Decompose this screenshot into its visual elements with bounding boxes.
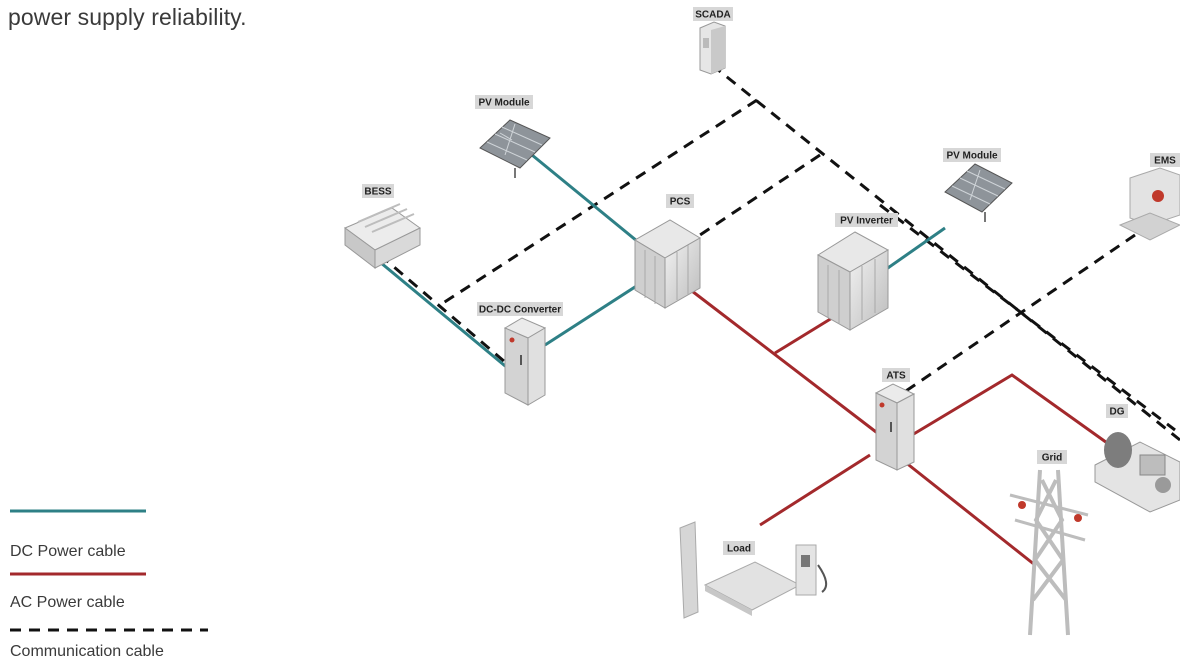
intro-text: power supply reliability. — [8, 4, 247, 30]
scada-device — [699, 21, 726, 75]
pv-module-2-device — [944, 163, 1013, 222]
ac-power-cables — [687, 286, 1118, 567]
dcdc-device — [503, 317, 547, 406]
label-scada-text: SCADA — [695, 10, 731, 21]
label-dcdc-text: DC-DC Converter — [479, 305, 561, 316]
dc-line-bess-dcdc — [374, 256, 511, 372]
label-ems: EMS — [1150, 153, 1180, 167]
comm-line-ems-ats — [899, 233, 1136, 397]
pv-inverter-device — [816, 231, 890, 331]
legend-comm-label: Communication cable — [10, 643, 164, 660]
label-pv-module-1: PV Module — [475, 95, 533, 109]
ac-line-pvinverter-junction — [774, 316, 833, 355]
bess-device — [343, 203, 421, 270]
label-dg-text: DG — [1110, 407, 1125, 418]
ac-line-ats-load — [759, 453, 871, 527]
legend-dc-label: DC Power cable — [10, 543, 126, 560]
dc-line-dcdc-pcs — [544, 283, 639, 347]
comm-line-scada-bess — [439, 98, 758, 307]
legend: DC Power cable AC Power cable Communicat… — [10, 509, 208, 660]
label-dg: DG — [1106, 404, 1128, 418]
ats-device — [874, 383, 916, 471]
dc-line-pvinverter-pvmodule — [884, 226, 946, 272]
comm-line-pvinverter-dg — [879, 203, 1176, 432]
label-pcs-text: PCS — [670, 197, 691, 208]
comm-line-bess-dcdc — [379, 253, 513, 370]
label-load-text: Load — [727, 544, 751, 555]
grid-tower-device — [1009, 469, 1089, 636]
dc-power-cables — [374, 153, 946, 372]
label-ems-text: EMS — [1154, 156, 1176, 167]
label-ats-text: ATS — [886, 371, 906, 382]
dg-device — [1094, 432, 1180, 513]
label-grid-text: Grid — [1042, 453, 1063, 464]
ac-line-ats-dg — [911, 373, 1118, 452]
label-pcs: PCS — [666, 194, 694, 208]
dc-line-pvmodule-pcs — [531, 153, 649, 252]
legend-ac-label: AC Power cable — [10, 594, 125, 611]
comm-line-scada-dg — [711, 63, 1180, 442]
communication-cables — [379, 63, 1180, 442]
label-ats: ATS — [882, 368, 910, 382]
comm-line-pcs-upper — [684, 153, 821, 247]
label-dcdc: DC-DC Converter — [477, 302, 563, 316]
label-pv-module-1-text: PV Module — [478, 98, 530, 109]
label-pv-module-2: PV Module — [943, 148, 1001, 162]
label-grid: Grid — [1037, 450, 1067, 464]
label-bess: BESS — [362, 184, 394, 198]
pv-module-1-device — [479, 119, 551, 178]
label-pv-inverter-text: PV Inverter — [840, 216, 893, 227]
label-bess-text: BESS — [364, 187, 392, 198]
label-load: Load — [723, 541, 755, 555]
label-pv-module-2-text: PV Module — [946, 151, 998, 162]
label-pv-inverter: PV Inverter — [835, 213, 898, 227]
ac-line-ats-grid — [899, 456, 1036, 567]
load-device — [679, 521, 828, 619]
label-scada: SCADA — [693, 7, 733, 21]
pcs-device — [634, 219, 701, 309]
ac-line-pcs-ats — [687, 286, 881, 437]
ems-device — [1118, 167, 1180, 241]
